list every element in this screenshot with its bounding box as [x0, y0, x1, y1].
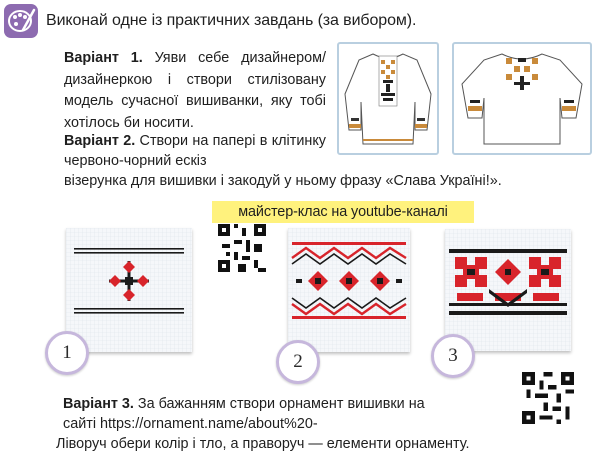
- sample-number-2: 2: [276, 340, 320, 384]
- qr-code-icon-masterclass[interactable]: [218, 224, 266, 272]
- variant-1-text: Варіант 1. Уяви себе дизайне­ром/дизайне…: [64, 48, 326, 134]
- variant-3-text: Варіант 3. За бажанням створи орнамент в…: [56, 394, 517, 454]
- variant-3-label: Варіант 3.: [63, 396, 134, 412]
- paint-palette-icon: [4, 4, 38, 38]
- variant-2-label: Варіант 2.: [64, 133, 136, 149]
- embroidered-shirt-image-2: [452, 42, 592, 155]
- embroidery-sample-3: [445, 229, 571, 351]
- masterclass-link[interactable]: майстер-клас на youtube-каналі: [212, 201, 474, 223]
- variant-2-line-2: візерунка для вишивки і закодуй у ньому …: [64, 173, 502, 189]
- ornament-site-link[interactable]: сайті https://ornament.name/about%20-: [63, 416, 318, 432]
- embroidered-shirt-image-1: [337, 42, 439, 155]
- variant-2-line-1: Створи на папері в клітинку червоно-чорн…: [64, 133, 326, 169]
- task-instruction: Виконай одне із практичних завдань (за в…: [46, 12, 417, 29]
- variant-2-text: Варіант 2. Створи на папері в клітинку ч…: [64, 131, 544, 191]
- sample-number-3: 3: [431, 334, 475, 378]
- sample-number-1: 1: [45, 331, 89, 375]
- embroidery-sample-2: [288, 228, 410, 352]
- embroidery-sample-1: [66, 228, 192, 352]
- variant-1-body: Уяви себе дизайне­ром/дизайнеркою і ство…: [64, 50, 326, 131]
- variant-1-label: Варіант 1.: [64, 50, 143, 66]
- qr-code-icon-ornament[interactable]: [522, 372, 574, 424]
- variant-3-line-3: Ліворуч обери колір і тло, а праворуч — …: [56, 436, 470, 452]
- variant-3-line-1: За бажанням створи орнамент вишивки на: [133, 396, 425, 412]
